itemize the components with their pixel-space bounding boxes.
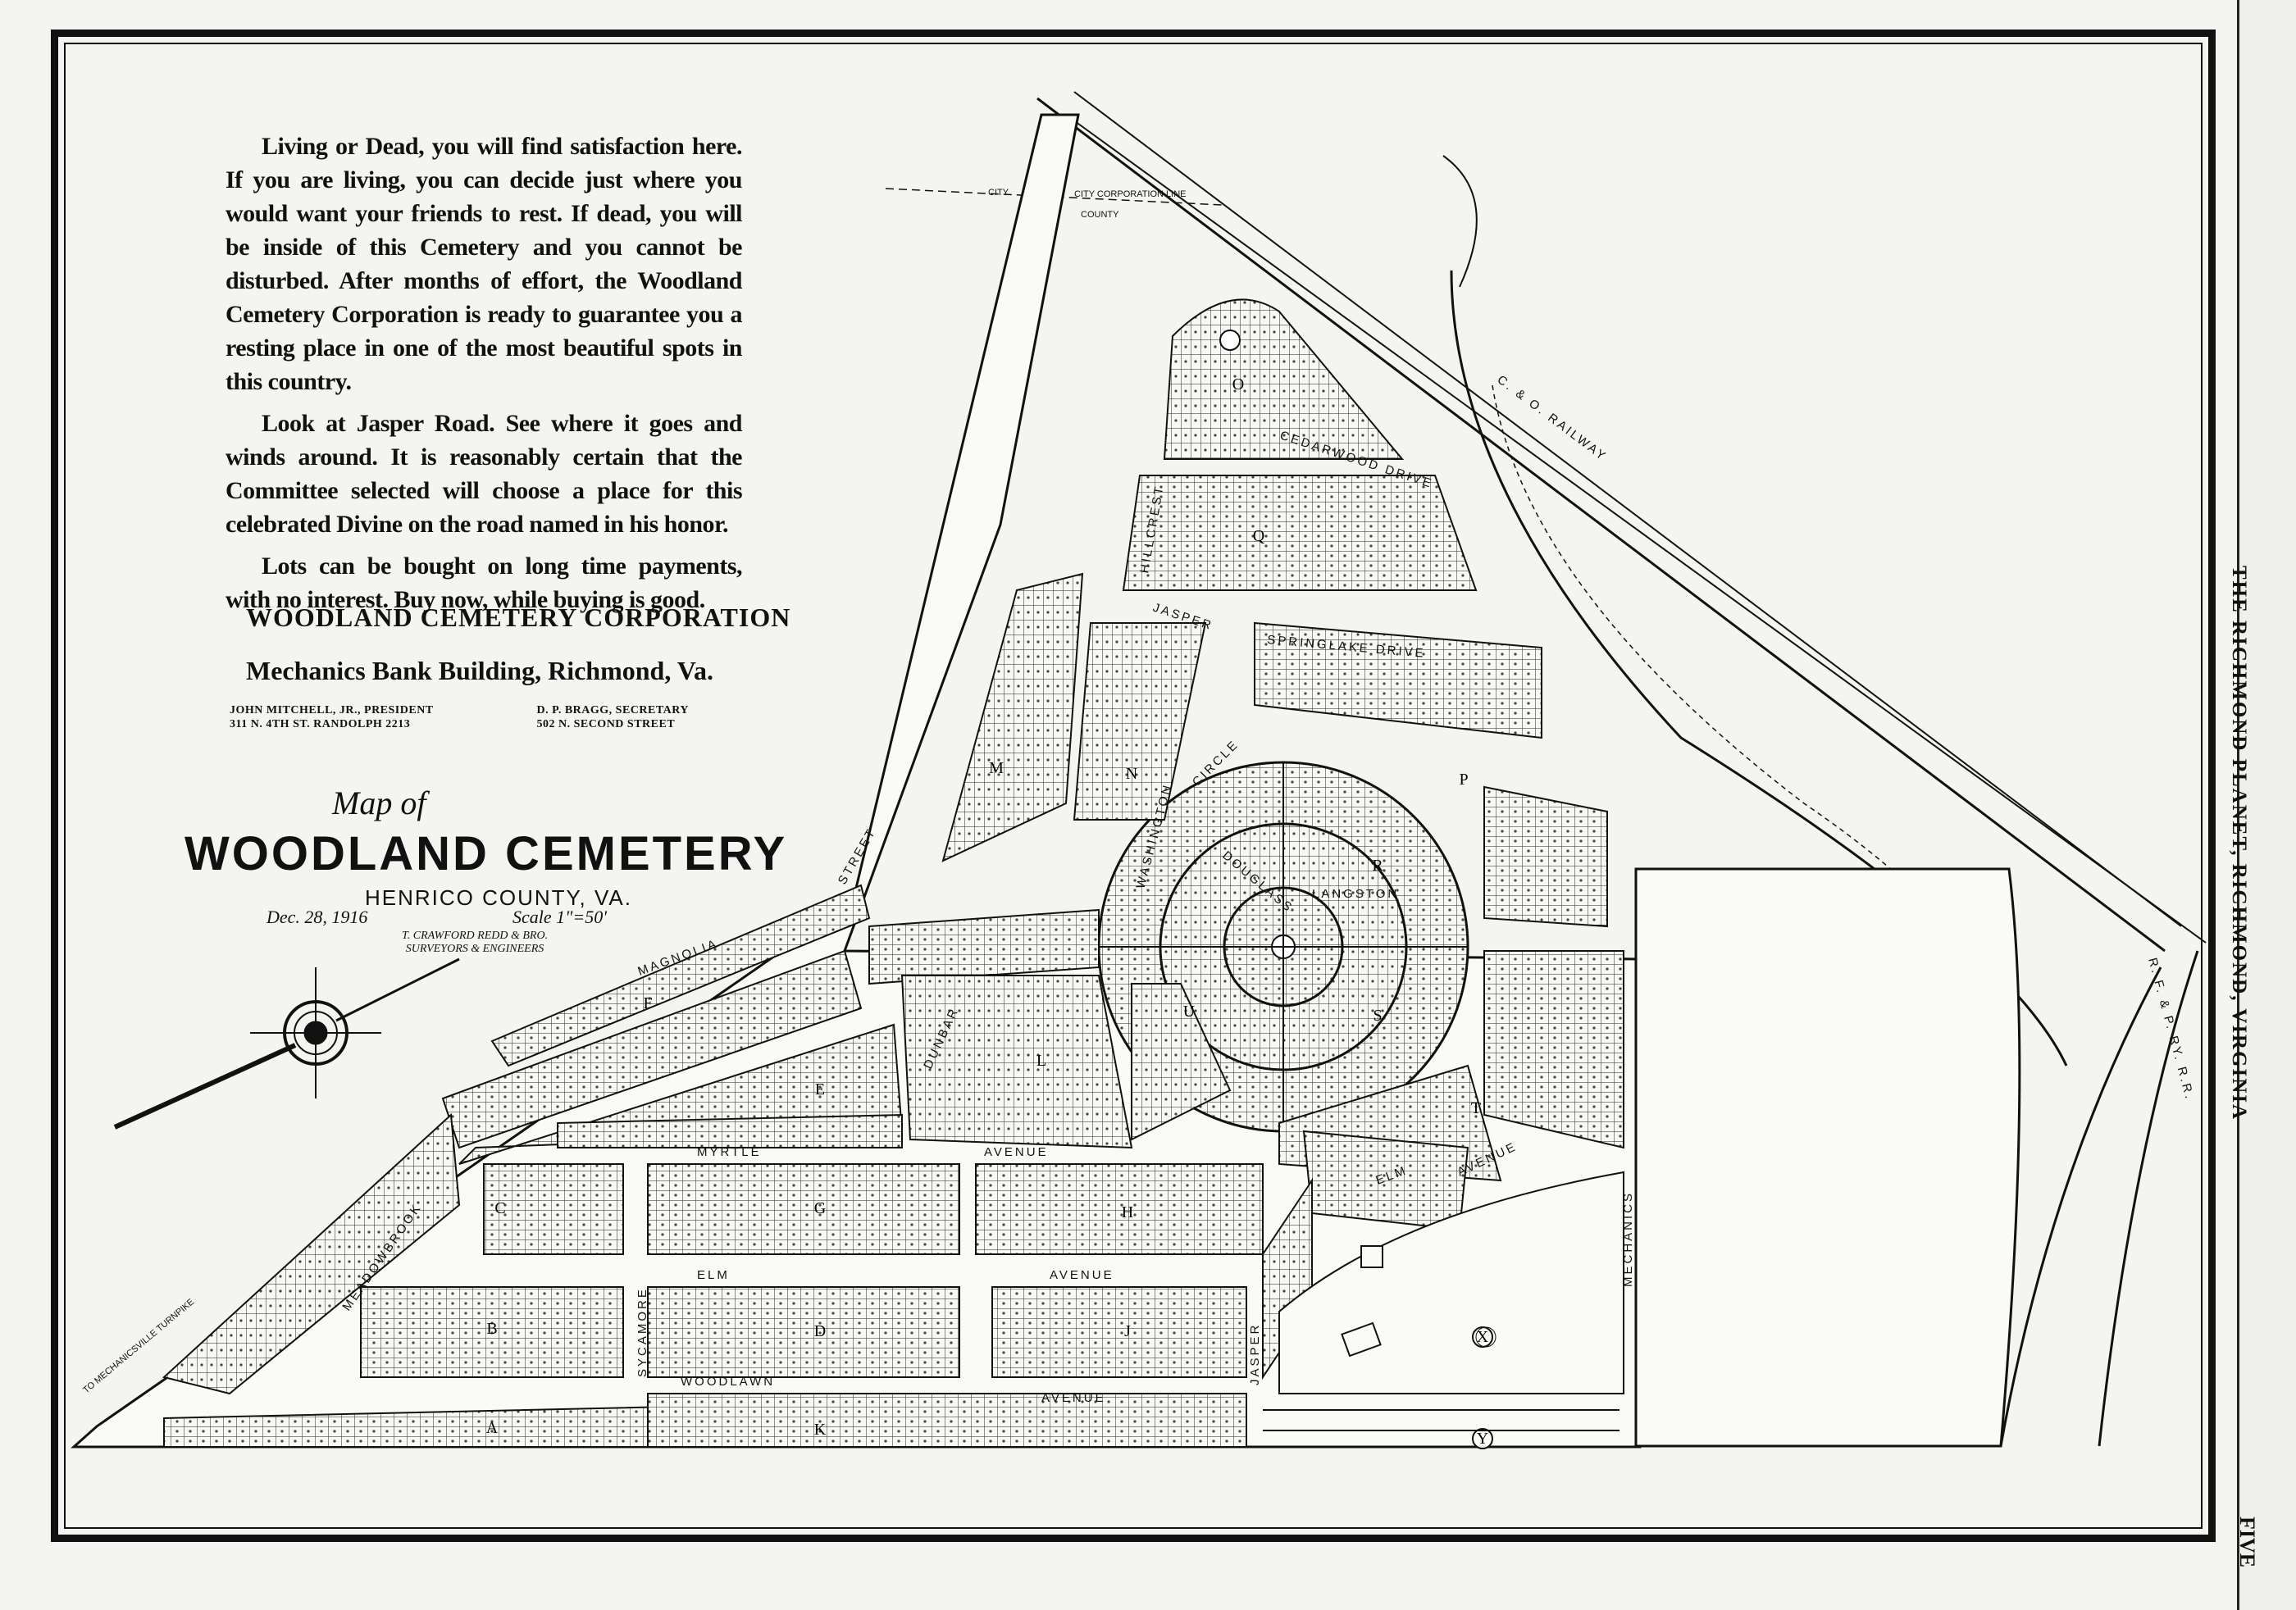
lot-blocks bbox=[162, 572, 1624, 1448]
map-title: WOODLAND CEMETERY bbox=[184, 827, 788, 880]
map-title-prefix: Map of bbox=[332, 785, 426, 821]
section-e: E bbox=[815, 1080, 825, 1098]
street-woodlawn: WOODLAWN bbox=[681, 1375, 775, 1389]
surveyors: T. CRAWFORD REDD & BRO. SURVEYORS & ENGI… bbox=[402, 930, 548, 956]
secretary-line-1: D. P. BRAGG, SECRETARY bbox=[536, 704, 689, 716]
section-f: F bbox=[643, 994, 652, 1012]
street-elm: ELM bbox=[697, 1268, 730, 1282]
section-p: P bbox=[1459, 771, 1468, 789]
section-s: S bbox=[1373, 1007, 1382, 1025]
section-d: D bbox=[814, 1322, 826, 1340]
president-line-2: 311 N. 4TH ST. RANDOLPH 2213 bbox=[230, 718, 411, 730]
section-l: L bbox=[1036, 1052, 1046, 1070]
page-margin bbox=[2237, 0, 2296, 1610]
section-q: Q bbox=[1253, 527, 1265, 545]
section-o: O bbox=[1232, 375, 1244, 393]
rail-co: C. & O. RAILWAY bbox=[1495, 373, 1610, 465]
city-label: CITY bbox=[988, 188, 1009, 198]
section-o-q bbox=[1122, 298, 1478, 591]
street-elm-avenue: AVENUE bbox=[1050, 1268, 1114, 1282]
section-c: C bbox=[494, 1199, 505, 1217]
street-myrtle: MYRTLE bbox=[697, 1145, 762, 1159]
section-x: X bbox=[1477, 1328, 1489, 1346]
section-n: N bbox=[1126, 765, 1137, 783]
corporation-address: Mechanics Bank Building, Richmond, Va. bbox=[246, 656, 713, 685]
compass-rose bbox=[113, 957, 460, 1130]
section-u: U bbox=[1183, 1003, 1196, 1021]
surveyors-line-2: SURVEYORS & ENGINEERS bbox=[405, 943, 544, 955]
section-g: G bbox=[814, 1199, 826, 1217]
section-markers: O Q N M L E F C G H B D J A K P R S T U … bbox=[486, 375, 1496, 1448]
officer-president: JOHN MITCHELL, JR., PRESIDENT 311 N. 4TH… bbox=[230, 703, 434, 731]
section-h: H bbox=[1122, 1203, 1133, 1221]
corporation-name: WOODLAND CEMETERY CORPORATION bbox=[246, 603, 791, 632]
section-marker-a bbox=[1475, 1326, 1496, 1348]
county-label: COUNTY bbox=[1081, 210, 1119, 220]
section-k: K bbox=[814, 1421, 827, 1439]
map-date: Dec. 28, 1916 bbox=[266, 907, 368, 927]
section-m: M bbox=[989, 759, 1004, 777]
president-line-1: JOHN MITCHELL, JR., PRESIDENT bbox=[230, 704, 434, 716]
ad-paragraph-2: Look at Jasper Road. See where it goes a… bbox=[226, 410, 743, 538]
map-scale: Scale 1"=50' bbox=[512, 907, 607, 927]
section-r: R bbox=[1372, 857, 1383, 875]
section-a: A bbox=[486, 1419, 499, 1437]
street-jasper-south: JASPER bbox=[1248, 1323, 1262, 1385]
street-myrtle-avenue: AVENUE bbox=[984, 1145, 1049, 1159]
section-y: Y bbox=[1477, 1430, 1488, 1448]
street-mechanics: MECHANICS bbox=[1621, 1191, 1635, 1287]
map-inner-border bbox=[64, 43, 2203, 1529]
city-line-label: CITY CORPORATION LINE bbox=[1074, 189, 1187, 199]
advertisement-text: Living or Dead, you will find satisfacti… bbox=[226, 130, 743, 625]
ad-paragraph-1: Living or Dead, you will find satisfacti… bbox=[226, 133, 743, 395]
street-sycamore: SYCAMORE bbox=[636, 1287, 649, 1377]
map-border bbox=[51, 30, 2216, 1542]
section-b: B bbox=[486, 1320, 497, 1338]
surveyors-line-1: T. CRAWFORD REDD & BRO. bbox=[402, 930, 549, 942]
ad-paragraph-3: Lots can be bought on long time payments… bbox=[226, 553, 743, 613]
officers: JOHN MITCHELL, JR., PRESIDENT 311 N. 4TH… bbox=[230, 703, 689, 731]
street-langston: LANGSTON bbox=[1312, 887, 1399, 901]
map-county: HENRICO COUNTY, VA. bbox=[365, 885, 632, 910]
officer-secretary: D. P. BRAGG, SECRETARY 502 N. SECOND STR… bbox=[536, 703, 689, 731]
section-j: J bbox=[1124, 1322, 1131, 1340]
secretary-line-2: 502 N. SECOND STREET bbox=[536, 718, 676, 730]
section-t: T bbox=[1471, 1099, 1481, 1117]
open-tract bbox=[1263, 1171, 1624, 1449]
street-woodlawn-avenue: AVENUE bbox=[1041, 1391, 1106, 1405]
